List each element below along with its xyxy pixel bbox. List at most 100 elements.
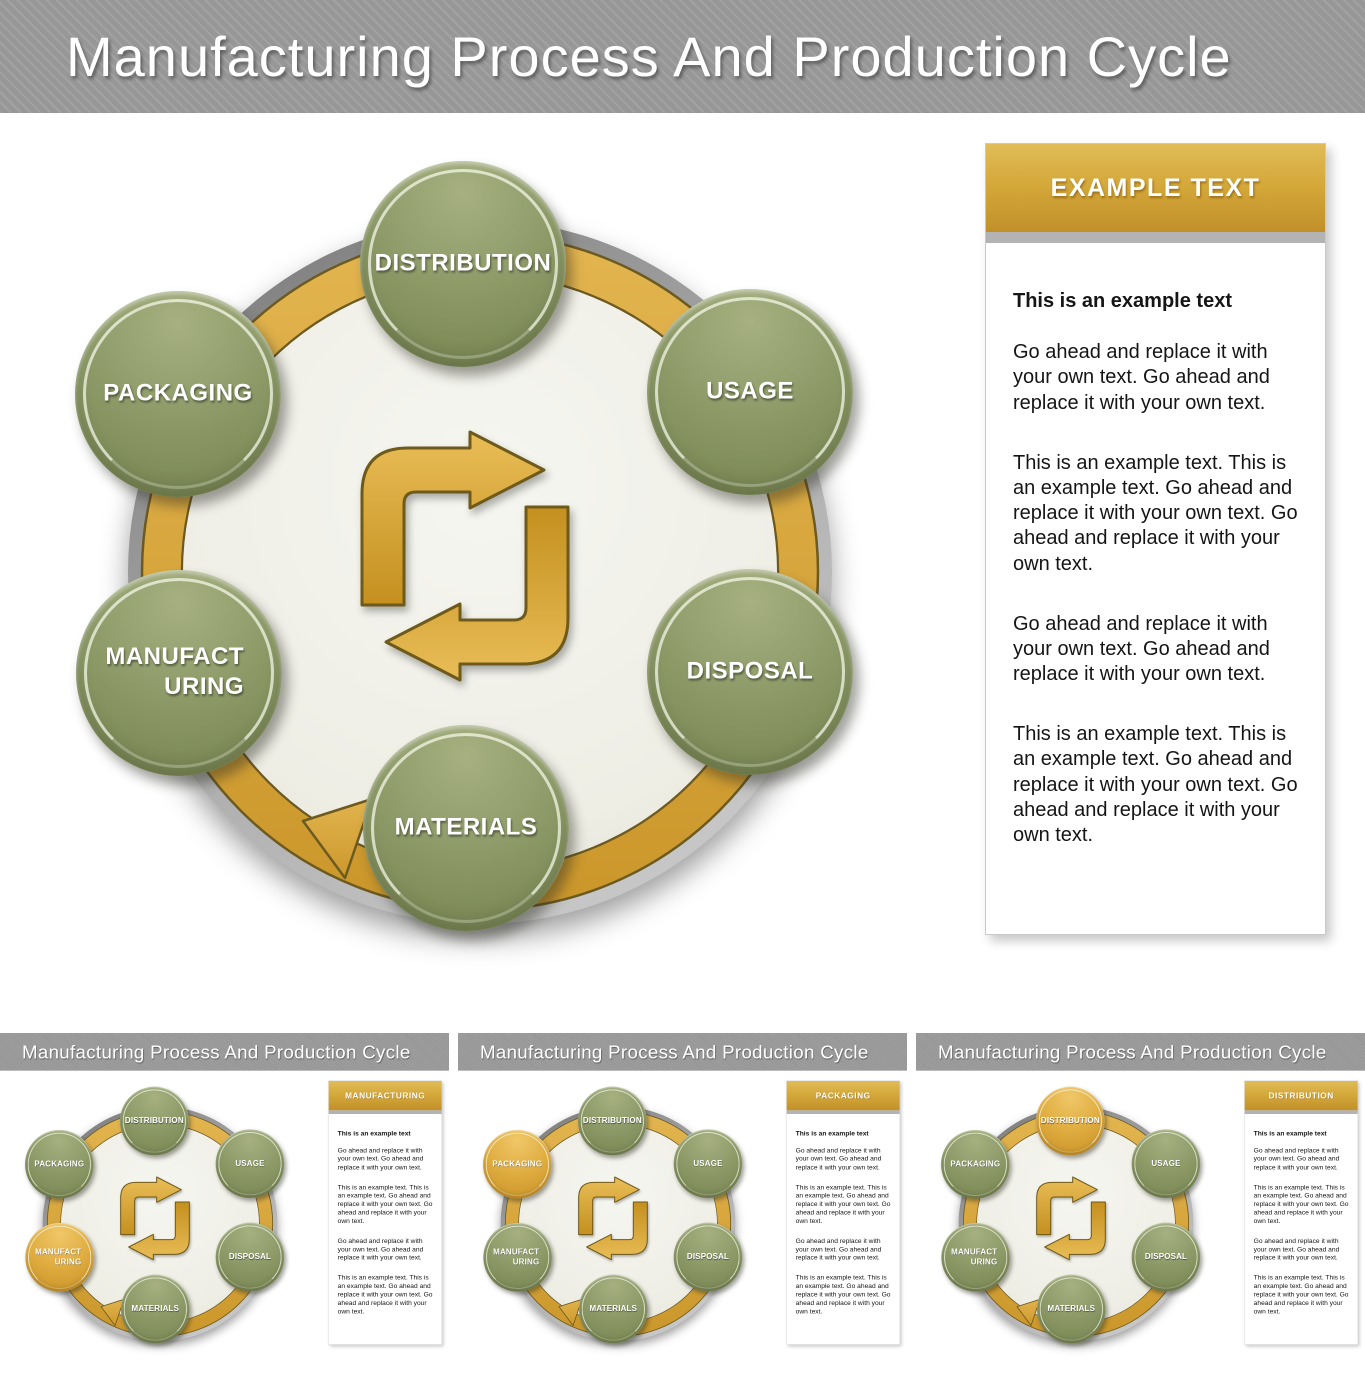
slide-title-bar: Manufacturing Process And Production Cyc… (0, 0, 1365, 113)
thumbnail-manufacturing[interactable]: Manufacturing Process And Production Cyc… (0, 1033, 449, 1375)
main-slide: Manufacturing Process And Production Cyc… (0, 0, 1365, 935)
panel-paragraph: Go ahead and replace it with your own te… (1253, 1146, 1340, 1171)
node-usage-label: USAGE (235, 1158, 265, 1168)
ring-arrowhead-icon (558, 1298, 583, 1327)
node-materials-label: MATERIALS (394, 813, 538, 841)
example-text-panel: PACKAGING This is an example text Go ahe… (786, 1080, 900, 1345)
cycle-arrows-icon (1036, 1176, 1106, 1261)
node-packaging-label: PACKAGING (950, 1159, 1001, 1169)
node-manufacturing-label: MANUFACT URING (35, 1247, 82, 1267)
thumbnail-slide: Manufacturing Process And Production Cyc… (916, 1033, 1365, 1375)
panel-paragraph: This is an example text. This is an exam… (337, 1183, 433, 1225)
node-materials[interactable]: MATERIALS (363, 725, 569, 931)
node-disposal[interactable]: DISPOSAL (647, 569, 853, 775)
ring-arrowhead-icon (301, 797, 374, 880)
panel-paragraph: Go ahead and replace it with your own te… (337, 1146, 424, 1171)
ring-arrowhead-icon (1016, 1298, 1041, 1327)
node-packaging[interactable]: PACKAGING (24, 1129, 94, 1199)
thumbnail-packaging[interactable]: Manufacturing Process And Production Cyc… (458, 1033, 907, 1375)
node-manufacturing[interactable]: MANUFACT URING (76, 570, 282, 776)
slide-title-bar: Manufacturing Process And Production Cyc… (458, 1033, 907, 1071)
node-distribution-label: DISTRIBUTION (1040, 1116, 1100, 1126)
node-disposal[interactable]: DISPOSAL (673, 1222, 743, 1292)
panel-heading: This is an example text (1013, 290, 1232, 312)
circular-arrow-ring (500, 1106, 736, 1341)
node-usage[interactable]: USAGE (673, 1129, 743, 1198)
node-manufacturing[interactable]: MANUFACT URING (483, 1222, 552, 1292)
node-packaging[interactable]: PACKAGING (482, 1129, 552, 1199)
node-usage[interactable]: USAGE (647, 289, 853, 495)
panel-paragraph: This is an example text. This is an exam… (795, 1183, 891, 1225)
slide-title: Manufacturing Process And Production Cyc… (479, 1041, 869, 1063)
node-manufacturing[interactable]: MANUFACT URING (941, 1222, 1010, 1292)
node-materials[interactable]: MATERIALS (578, 1274, 648, 1344)
plate (183, 275, 777, 869)
node-disposal[interactable]: DISPOSAL (1131, 1222, 1201, 1292)
panel-body: This is an example text Go ahead and rep… (986, 243, 1325, 848)
panel-paragraph: This is an example text. This is an exam… (337, 1274, 433, 1315)
slide-title: Manufacturing Process And Production Cyc… (937, 1041, 1327, 1063)
node-manufacturing-label: MANUFACT URING (493, 1247, 540, 1267)
node-distribution[interactable]: DISTRIBUTION (1035, 1086, 1105, 1156)
node-disposal-label: DISPOSAL (1144, 1252, 1188, 1262)
panel-header: EXAMPLE TEXT (986, 144, 1325, 232)
panel-header: MANUFACTURING (328, 1080, 442, 1111)
panel-paragraph: Go ahead and replace it with your own te… (795, 1237, 882, 1262)
thumbnail-slide: Manufacturing Process And Production Cyc… (458, 1033, 907, 1375)
node-disposal[interactable]: DISPOSAL (215, 1222, 285, 1292)
node-manufacturing-label: MANUFACT URING (105, 642, 244, 700)
node-materials[interactable]: MATERIALS (120, 1274, 190, 1344)
node-materials[interactable]: MATERIALS (1036, 1274, 1106, 1344)
panel-header: DISTRIBUTION (1244, 1080, 1358, 1111)
production-cycle-diagram: DISTRIBUTION USAGE DISPOSAL MATERIALS MA… (0, 1033, 449, 1375)
node-disposal-label: DISPOSAL (228, 1252, 272, 1262)
node-packaging[interactable]: PACKAGING (75, 291, 281, 497)
node-manufacturing[interactable]: MANUFACT URING (25, 1222, 94, 1292)
panel-paragraph: This is an example text. This is an exam… (1013, 723, 1298, 846)
node-disposal-label: DISPOSAL (686, 1252, 730, 1262)
example-text-panel: DISTRIBUTION This is an example text Go … (1244, 1080, 1358, 1345)
node-usage[interactable]: USAGE (1131, 1129, 1201, 1198)
panel-paragraph: Go ahead and replace it with your own te… (1013, 612, 1270, 686)
panel-paragraph: Go ahead and replace it with your own te… (337, 1237, 424, 1262)
panel-divider (786, 1110, 900, 1114)
main-slide-area: Manufacturing Process And Production Cyc… (0, 0, 1365, 935)
panel-title: EXAMPLE TEXT (1050, 173, 1261, 202)
node-usage-label: USAGE (1151, 1158, 1181, 1168)
panel-body: This is an example text Go ahead and rep… (1245, 1114, 1358, 1316)
cycle-arrows-icon (360, 430, 570, 682)
node-distribution-label: DISTRIBUTION (124, 1116, 184, 1126)
node-distribution[interactable]: DISTRIBUTION (577, 1086, 647, 1156)
node-manufacturing-label: MANUFACT URING (951, 1247, 998, 1267)
node-distribution-label: DISTRIBUTION (582, 1116, 642, 1126)
panel-header: PACKAGING (786, 1080, 900, 1111)
node-distribution-label: DISTRIBUTION (374, 249, 552, 277)
production-cycle-diagram: DISTRIBUTION USAGE DISPOSAL MATERIALS MA… (75, 161, 853, 931)
panel-paragraph: This is an example text. This is an exam… (1253, 1183, 1349, 1225)
production-cycle-diagram: DISTRIBUTION USAGE DISPOSAL MATERIALS MA… (458, 1033, 907, 1375)
node-packaging-label: PACKAGING (103, 379, 253, 407)
slide-title-bar: Manufacturing Process And Production Cyc… (0, 1033, 449, 1071)
panel-title: DISTRIBUTION (1268, 1090, 1334, 1101)
node-packaging-label: PACKAGING (492, 1159, 543, 1169)
production-cycle-diagram: DISTRIBUTION USAGE DISPOSAL MATERIALS MA… (916, 1033, 1365, 1375)
panel-paragraph: This is an example text. This is an exam… (795, 1274, 891, 1315)
plate (60, 1124, 259, 1323)
example-text-panel: MANUFACTURING This is an example text Go… (328, 1080, 442, 1345)
panel-paragraph: Go ahead and replace it with your own te… (1253, 1237, 1340, 1262)
panel-divider (986, 232, 1325, 243)
node-distribution[interactable]: DISTRIBUTION (360, 161, 566, 367)
node-packaging[interactable]: PACKAGING (940, 1129, 1010, 1199)
node-usage[interactable]: USAGE (215, 1129, 285, 1198)
thumbnail-slide: Manufacturing Process And Production Cyc… (0, 1033, 449, 1375)
node-materials-label: MATERIALS (131, 1304, 180, 1314)
plate (976, 1124, 1175, 1323)
panel-divider (1244, 1110, 1358, 1114)
panel-divider (328, 1110, 442, 1114)
thumbnail-distribution[interactable]: Manufacturing Process And Production Cyc… (916, 1033, 1365, 1375)
panel-heading: This is an example text (337, 1129, 411, 1137)
slide-title: Manufacturing Process And Production Cyc… (21, 1041, 411, 1063)
panel-body: This is an example text Go ahead and rep… (329, 1114, 442, 1316)
node-distribution[interactable]: DISTRIBUTION (119, 1086, 189, 1156)
